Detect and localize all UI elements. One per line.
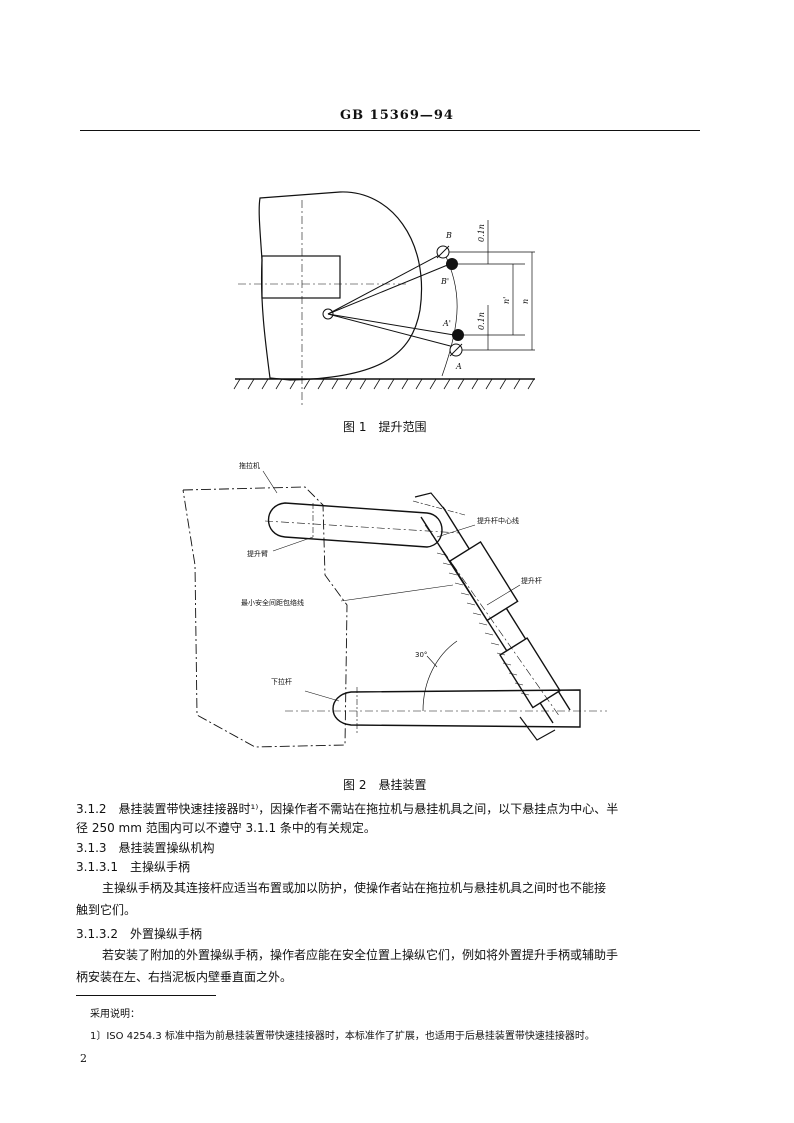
label-dim-top: 0.1n <box>477 224 486 242</box>
section-3-1-3-1-line-2: 触到它们。 <box>76 903 137 917</box>
inner-block <box>261 255 341 299</box>
header-rule <box>80 130 700 131</box>
footnote-rule <box>76 995 216 996</box>
label-dim-bottom: 0.1n <box>477 312 486 330</box>
lift-rod <box>412 492 571 741</box>
section-3-1-3-2-heading: 3.1.3.2 外置操纵手柄 <box>76 927 202 941</box>
section-3-1-2-line-2: 径 250 mm 范围内可以不遵守 3.1.1 条中的有关规定。 <box>76 821 376 835</box>
figure-2-caption: 图 2 悬挂装置 <box>343 778 427 792</box>
section-3-1-3-2-line-1: 若安装了附加的外置操纵手柄，操作者应能在安全位置上操纵它们，例如将外置提升手柄或… <box>102 948 619 962</box>
label-lift-arm: 提升臂 <box>247 549 268 558</box>
section-3-1-3-1-heading: 3.1.3.1 主操纵手柄 <box>76 860 190 874</box>
label-min-clearance: 最小安全间距包络线 <box>241 598 304 607</box>
point-b-prime <box>446 258 458 270</box>
tractor-outline <box>182 486 348 748</box>
label-tractor: 拖拉机 <box>239 461 260 470</box>
label-n: n <box>521 299 530 304</box>
figure-1-lift-range-diagram: B B' A' A 0.1n 0.1n n' n <box>233 191 535 405</box>
lower-link <box>285 687 607 735</box>
footnote-title: 采用说明： <box>90 1009 140 1020</box>
figure-1-caption: 图 1 提升范围 <box>343 420 427 434</box>
label-lift-rod-centerline: 提升杆中心线 <box>477 516 519 525</box>
label-b-prime: B' <box>440 277 449 286</box>
label-a-prime: A' <box>442 319 451 328</box>
standard-number-header: GB 15369—94 <box>340 108 454 123</box>
section-3-1-3-2-line-2: 柄安装在左、右挡泥板内壁垂直面之外。 <box>76 970 293 984</box>
label-lower-link: 下拉杆 <box>271 677 292 686</box>
label-b: B <box>445 231 452 240</box>
footnote-1: 1〕ISO 4254.3 标准中指为前悬挂装置带快速挂接器时，本标准作了扩展，也… <box>90 1031 595 1042</box>
label-n-prime: n' <box>502 297 511 304</box>
lift-arm <box>264 502 461 548</box>
point-a-prime <box>452 329 464 341</box>
figure-2-hitch-diagram: 拖拉机 提升臂 提升杆中心线 提升杆 最小安全间距包络线 下拉杆 30° <box>182 461 607 748</box>
section-3-1-3-1-line-1: 主操纵手柄及其连接杆应适当布置或加以防护，使操作者站在拖拉机与悬挂机具之间时也不… <box>102 881 607 895</box>
page-number: 2 <box>80 1052 87 1065</box>
section-3-1-3-heading: 3.1.3 悬挂装置操纵机构 <box>76 841 215 855</box>
section-3-1-2-line-1: 3.1.2 悬挂装置带快速挂接器时¹⁾，因操作者不需站在拖拉机与悬挂机具之间，以… <box>76 802 619 816</box>
label-a: A <box>455 362 462 371</box>
label-angle: 30° <box>415 651 427 659</box>
label-lift-rod: 提升杆 <box>521 576 542 585</box>
